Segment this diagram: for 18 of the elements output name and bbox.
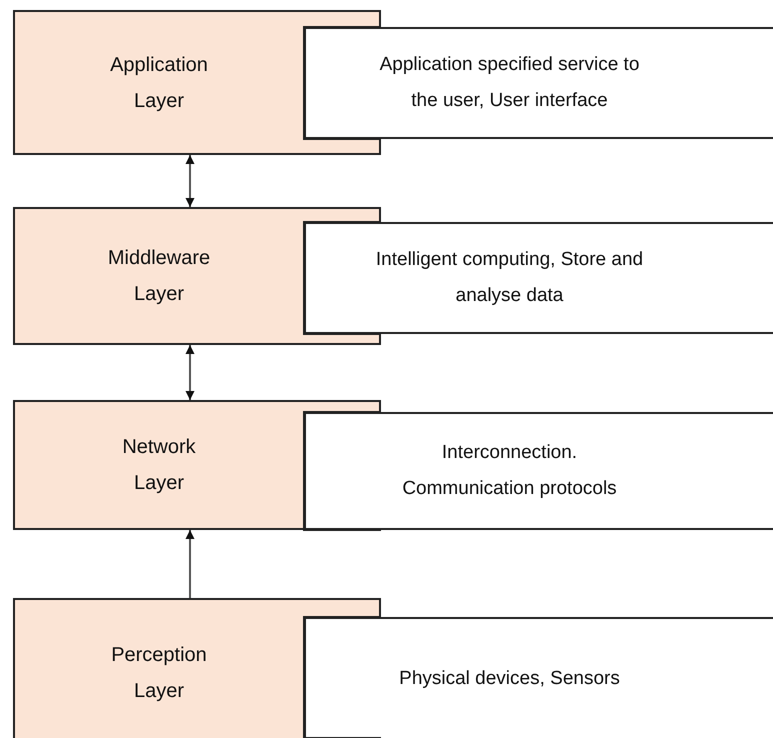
layer-description: Application specified service to the user, User interface: [378, 53, 640, 113]
layer-name: Middleware Layer: [106, 246, 212, 307]
description-box: [304, 412, 773, 530]
layer-box: [13, 10, 381, 155]
layer-box: [13, 400, 381, 530]
description-box: [304, 27, 773, 139]
arrow: [186, 530, 194, 598]
layer-description: Intelligent computing, Store and analyse data: [374, 248, 644, 308]
layer-name: Network Layer: [121, 435, 197, 496]
arrow: [186, 155, 194, 207]
layer-description: Interconnection. Communication protocols: [401, 441, 618, 501]
description-box: [304, 617, 773, 738]
layer-box: [13, 598, 381, 738]
arrow: [186, 345, 194, 400]
layer-name: Perception Layer: [110, 643, 208, 704]
layer-description: Physical devices, Sensors: [398, 666, 621, 690]
description-box: [304, 222, 773, 334]
layer-name: Application Layer: [109, 52, 209, 114]
